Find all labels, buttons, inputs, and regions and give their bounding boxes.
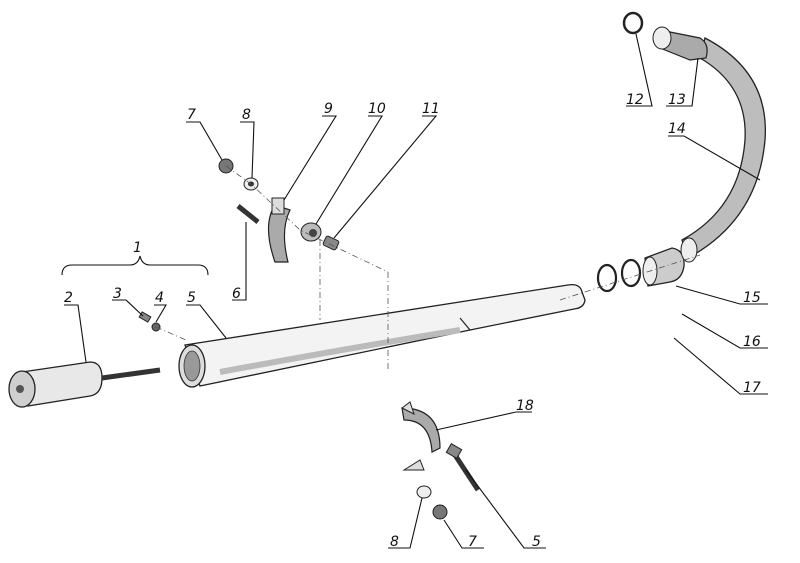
callout-8-lower: 8 — [390, 534, 399, 550]
muffler-body — [178, 284, 586, 388]
callout-8-upper: 8 — [242, 107, 251, 123]
callout-4: 4 — [155, 290, 164, 306]
callout-14: 14 — [668, 121, 686, 137]
callout-1: 1 — [133, 240, 142, 256]
callout-9: 9 — [324, 101, 333, 117]
callout-16: 16 — [743, 334, 761, 350]
callout-12: 12 — [626, 92, 644, 108]
callout-7-upper: 7 — [187, 107, 196, 123]
flange-rings — [596, 247, 685, 293]
silencer-insert — [8, 361, 161, 408]
callout-2: 2 — [64, 290, 73, 306]
callout-6: 6 — [232, 286, 241, 302]
lower-clamp-assembly — [401, 401, 481, 520]
callout-18: 18 — [516, 398, 534, 414]
leader-lines — [61, 33, 768, 549]
callout-3: 3 — [113, 286, 122, 302]
callout-13: 13 — [668, 92, 686, 108]
callout-17: 17 — [743, 380, 761, 396]
callout-7-lower: 7 — [468, 534, 477, 550]
callout-5-upper: 5 — [187, 290, 196, 306]
callout-10: 10 — [368, 101, 386, 117]
alignment-lines — [155, 165, 701, 370]
callout-15: 15 — [743, 290, 761, 306]
callout-labels: 1 2 3 4 5 6 7 8 9 10 11 12 13 14 15 16 1… — [64, 92, 761, 550]
callout-11: 11 — [422, 101, 440, 117]
header-pipe — [622, 11, 766, 263]
callout-5-lower: 5 — [532, 534, 541, 550]
